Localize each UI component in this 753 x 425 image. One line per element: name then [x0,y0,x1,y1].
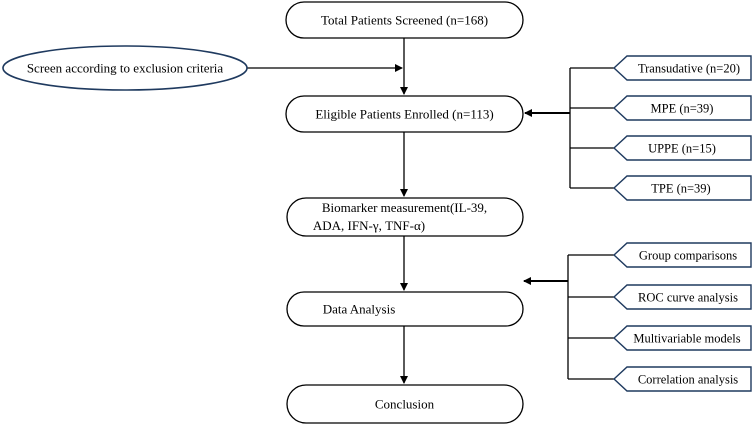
group-label-uppe: UPPE (n=15) [648,142,716,156]
connectors [247,38,614,384]
node-eligible-enrolled-label: Eligible Patients Enrolled (n=113) [315,107,493,122]
screen-criteria-label: Screen according to exclusion criteria [27,61,224,76]
analysis-box-roc-curve: ROC curve analysis [612,284,752,310]
analysis-label-group-comparisons: Group comparisons [639,249,737,263]
node-total-screened: Total Patients Screened (n=168) [285,1,524,39]
analysis-label-roc-curve: ROC curve analysis [638,291,738,305]
analysis-box-multivariable-models: Multivariable models [612,325,752,351]
group-label-tpe: TPE (n=39) [651,182,710,196]
node-total-screened-label: Total Patients Screened (n=168) [321,13,488,28]
group-label-mpe: MPE (n=39) [651,102,714,116]
node-biomarker-measurement: Biomarker measurement(IL-39, ADA, IFN-γ,… [286,197,524,237]
screen-criteria-node: Screen according to exclusion criteria [2,45,248,91]
analysis-box-group-comparisons: Group comparisons [612,242,752,268]
analysis-label-multivariable-models: Multivariable models [633,332,740,346]
node-data-analysis: Data Analysis [286,291,524,327]
group-box-mpe: MPE (n=39) [612,95,752,121]
group-label-transudative: Transudative (n=20) [638,62,740,76]
node-biomarker-label-line2: ADA, IFN-γ, TNF-α) [313,218,425,233]
node-data-analysis-label: Data Analysis [323,302,396,317]
group-box-tpe: TPE (n=39) [612,175,752,201]
analysis-label-correlation: Correlation analysis [638,373,738,387]
node-conclusion: Conclusion [286,384,524,424]
analysis-box-correlation: Correlation analysis [612,366,752,392]
group-box-uppe: UPPE (n=15) [612,135,752,161]
node-eligible-enrolled: Eligible Patients Enrolled (n=113) [285,95,524,133]
node-biomarker-label-line1: Biomarker measurement(IL-39, [322,200,487,215]
group-box-transudative: Transudative (n=20) [612,55,752,81]
node-conclusion-label: Conclusion [375,397,435,412]
